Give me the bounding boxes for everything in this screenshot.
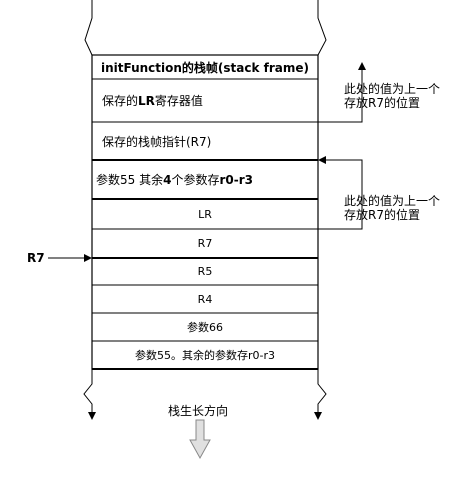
arg55-mid: 个参数存	[171, 173, 220, 187]
saved-lr-prefix: 保存的	[102, 94, 139, 108]
bottom-left-torn-edge	[83, 369, 93, 414]
growth-direction-icon	[189, 419, 211, 460]
row-arg66: 参数66	[187, 321, 223, 334]
top-right-torn-edge	[317, 0, 327, 56]
top-note: 此处的值为上一个 存放R7的位置	[344, 82, 464, 110]
row-saved-fp: 保存的栈帧指针(R7)	[102, 134, 212, 149]
top-note-line2: 存放R7的位置	[344, 96, 420, 110]
row-r4: R4	[197, 292, 213, 306]
top-left-torn-edge	[84, 0, 93, 56]
arg55-prefix: 参数55 其余	[96, 173, 164, 187]
r7-pointer-label: R7	[27, 251, 45, 265]
mid-note: 此处的值为上一个 存放R7的位置	[344, 194, 464, 222]
row-r7: R7	[197, 237, 213, 250]
row-arg55: 参数55。其余的参数存r0-r3	[134, 349, 275, 362]
saved-lr-bold: LR	[138, 93, 155, 108]
mid-note-arrow	[318, 159, 363, 230]
mid-note-line2: 存放R7的位置	[344, 208, 420, 222]
arg55-bold-count: 4	[163, 172, 172, 187]
growth-direction-label: 栈生长方向	[168, 404, 229, 418]
row-r5: R5	[197, 265, 213, 278]
mid-note-line1: 此处的值为上一个	[344, 194, 441, 208]
saved-lr-suffix: 寄存器值	[154, 94, 203, 108]
top-note-arrow	[318, 68, 363, 123]
row-lr: LR	[198, 207, 212, 221]
bottom-right-torn-edge	[317, 369, 327, 414]
frame-outline	[91, 54, 319, 370]
arg55-bold-regs: r0-r3	[219, 172, 253, 187]
top-note-line1: 此处的值为上一个	[344, 82, 441, 96]
frame-title: initFunction的栈帧(stack frame)	[100, 60, 310, 75]
